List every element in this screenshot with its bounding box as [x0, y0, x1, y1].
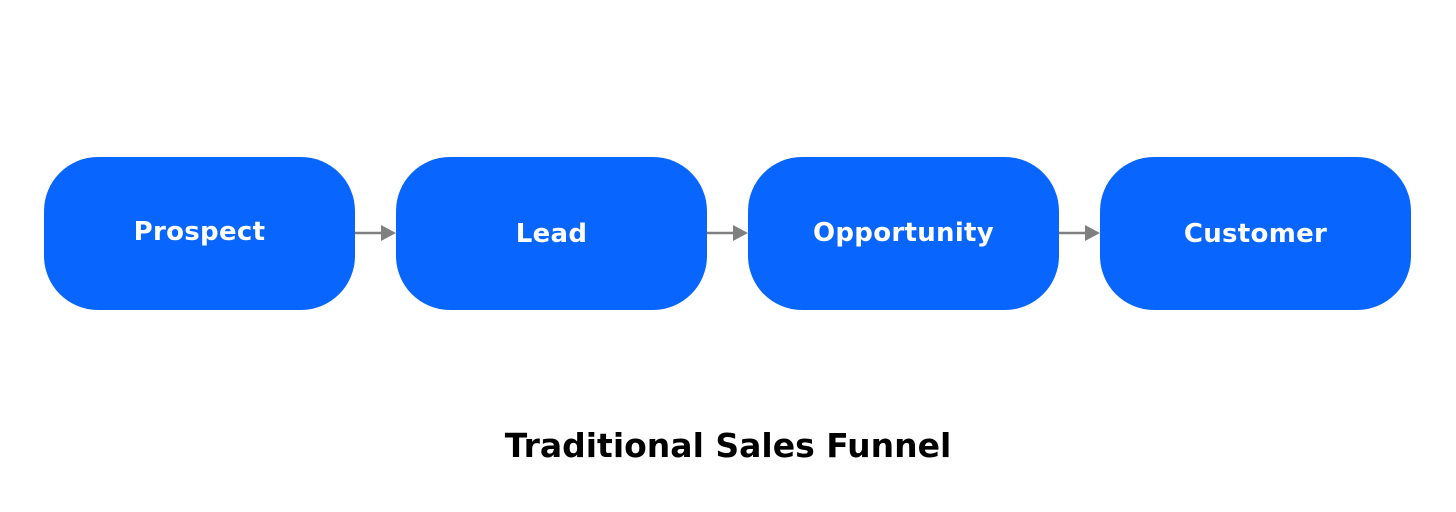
stage-label: Lead — [515, 218, 588, 249]
arrow-right-icon — [707, 225, 748, 241]
stage-label: Customer — [1183, 218, 1328, 249]
stage-prospect: Prospect — [44, 157, 355, 310]
stage-opportunity: Opportunity — [748, 157, 1059, 310]
arrow-right-icon — [1059, 225, 1100, 241]
stage-customer: Customer — [1100, 157, 1411, 310]
stage-label: Prospect — [133, 216, 266, 247]
stage-lead: Lead — [396, 157, 707, 310]
diagram-caption: Traditional Sales Funnel — [504, 426, 952, 465]
arrow-right-icon — [355, 225, 396, 241]
stage-label: Opportunity — [812, 217, 995, 248]
